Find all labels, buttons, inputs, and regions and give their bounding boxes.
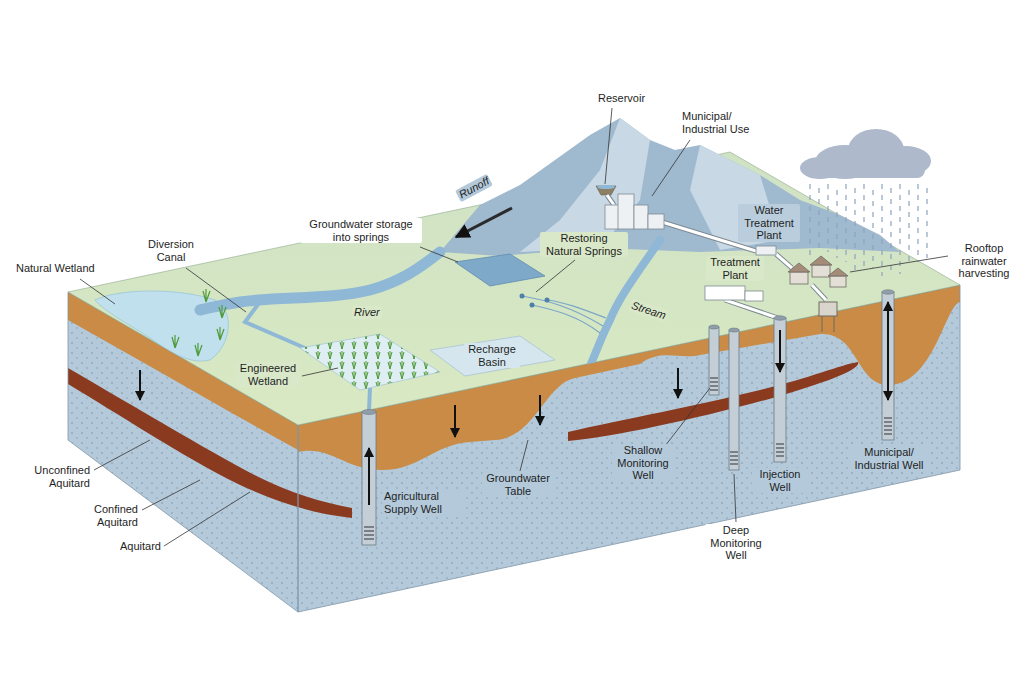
treatment-plant-building	[705, 286, 763, 301]
callout-label: Groundwater storage into springs	[300, 218, 422, 243]
callout-label: Diversion Canal	[140, 238, 202, 263]
callout-label: Municipal/ Industrial Use	[680, 110, 758, 135]
leader-lines	[80, 108, 948, 546]
houses	[788, 256, 848, 287]
callout-label: Aquitard	[118, 540, 163, 553]
canal	[369, 388, 370, 410]
callout-label: Unconfined Aquitard	[28, 464, 92, 489]
callout-label: Municipal/ Industrial Well	[849, 446, 929, 471]
callout-label: Stream	[628, 298, 669, 322]
municipal-well	[882, 290, 894, 440]
natural-wetland	[95, 291, 228, 361]
infiltration-arrows	[140, 368, 678, 437]
diversion-canal	[245, 299, 305, 348]
callout-label: Deep Monitoring Well	[705, 524, 767, 562]
agricultural-well	[362, 410, 376, 546]
callout-label: Natural Wetland	[14, 262, 97, 275]
mountains	[440, 118, 900, 256]
rain-cloud	[800, 129, 931, 179]
water-treatment-building	[756, 246, 776, 255]
surface-features	[95, 240, 660, 410]
callout-label: Reservoir	[596, 92, 647, 105]
callout-label: River	[352, 306, 382, 319]
injection-well	[774, 316, 786, 462]
pipelines	[607, 195, 826, 318]
stream	[590, 240, 660, 366]
runoff-arrow	[456, 208, 512, 237]
callout-label: Engineered Wetland	[236, 362, 300, 387]
callout-label: Rooftop rainwater harvesting	[952, 242, 1016, 280]
recharge-basin	[430, 336, 555, 376]
shallow-monitoring-well	[709, 325, 719, 395]
spring-channels	[522, 296, 606, 333]
callout-label: Recharge Basin	[464, 343, 520, 368]
callout-label: Treatment Plant	[706, 256, 764, 281]
callout-label: Groundwater Table	[482, 472, 554, 497]
municipal-buildings	[605, 194, 664, 229]
callout-label: Runoff	[455, 174, 493, 202]
deep-monitoring-well	[729, 328, 739, 470]
callout-label: Confined Aquitard	[82, 503, 140, 528]
callout-label: Water Treatment Plant	[738, 204, 800, 242]
callout-label: Injection Well	[752, 468, 808, 493]
callout-label: Restoring Natural Springs	[540, 232, 628, 257]
reservoir	[596, 185, 616, 195]
reed-tufts	[172, 289, 226, 356]
river	[200, 252, 440, 310]
engineered-wetland	[300, 334, 440, 390]
callout-label: Shallow Monitoring Well	[612, 444, 674, 482]
rain-tank	[819, 302, 837, 332]
callout-label: Agricultural Supply Well	[382, 490, 466, 515]
storage-pond	[455, 254, 545, 286]
